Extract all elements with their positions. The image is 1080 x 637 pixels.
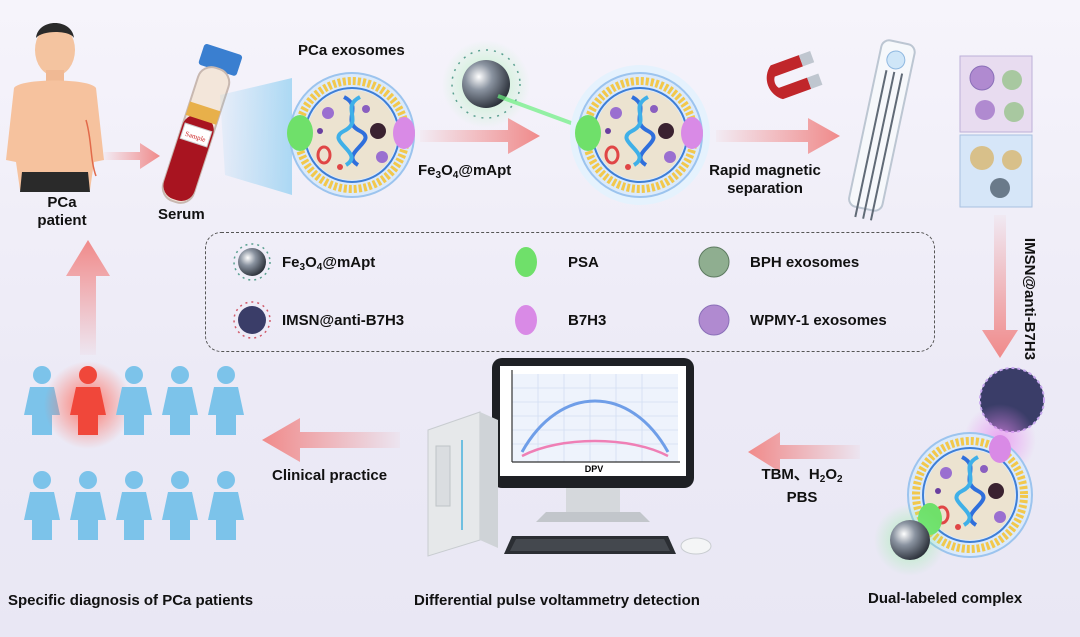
- pca-patient-label: PCa patient: [37, 194, 87, 229]
- arrow-patient-to-serum: [104, 143, 160, 169]
- rapid-separation-label: Rapid magnetic separation: [709, 162, 821, 197]
- person-icon: [24, 471, 60, 540]
- mouse: [680, 537, 712, 555]
- dpv-axis-label: DPV: [585, 464, 604, 474]
- legend-imsn: IMSN@anti-B7H3: [282, 312, 405, 329]
- serum-tube: Sample: [161, 44, 243, 204]
- arrow-to-clinical: [262, 418, 400, 462]
- flow-arrows: [66, 118, 1018, 472]
- patient-population: [24, 361, 244, 540]
- legend-fe3o4: Fe3O4@mApt: [282, 254, 376, 273]
- arrow-exosome-to-bound: [420, 118, 540, 154]
- arrow-to-patient: [66, 240, 110, 355]
- fe3o4-mapt-label: Fe3O4@mApt: [418, 162, 512, 181]
- electrode-strip: [848, 39, 916, 221]
- magnet-icon: [766, 50, 823, 100]
- person-icon: [116, 471, 152, 540]
- arrow-to-imsn: [982, 215, 1018, 358]
- zoom-beam: [220, 78, 292, 195]
- reagents-label: TBM、H2O2 PBS: [761, 466, 843, 506]
- person-icon: [162, 366, 198, 435]
- person-icon: [208, 366, 244, 435]
- bound-exosome: [570, 65, 710, 205]
- legend-icons: [233, 243, 730, 339]
- dual-labeled-label: Dual-labeled complex: [868, 590, 1023, 607]
- person-icon: [162, 471, 198, 540]
- specific-diagnosis-label: Specific diagnosis of PCa patients: [8, 592, 254, 609]
- dpv-detection-label: Differential pulse voltammetry detection: [414, 592, 700, 609]
- imsn-step-label: IMSN@anti-B7H3: [1021, 237, 1039, 361]
- arrow-to-dpv: [748, 432, 860, 472]
- person-icon: [70, 471, 106, 540]
- keyboard: [504, 536, 676, 554]
- pca-exosome: [287, 73, 415, 197]
- fe3o4-particle-top: [442, 40, 530, 128]
- dpv-curve-high: [520, 399, 670, 453]
- legend-b7h3: B7H3: [568, 312, 607, 329]
- person-icon: [208, 471, 244, 540]
- computer-tower: [427, 411, 498, 557]
- serum-label: Serum: [158, 206, 205, 223]
- separation-panels: [959, 55, 1033, 208]
- clinical-practice-label: Clinical practice: [272, 467, 388, 484]
- fe3o4-particle-bound: [874, 504, 946, 576]
- legend-wpmy: WPMY-1 exosomes: [750, 312, 887, 329]
- legend-psa: PSA: [568, 254, 599, 271]
- arrow-to-separation: [716, 118, 840, 154]
- dpv-curve-low: [521, 439, 669, 458]
- pca-exosomes-label: PCa exosomes: [298, 42, 405, 59]
- legend-box: [205, 232, 935, 352]
- legend-bph: BPH exosomes: [750, 254, 860, 271]
- patient-figure: [6, 23, 104, 192]
- dpv-plot: DPV: [511, 370, 680, 474]
